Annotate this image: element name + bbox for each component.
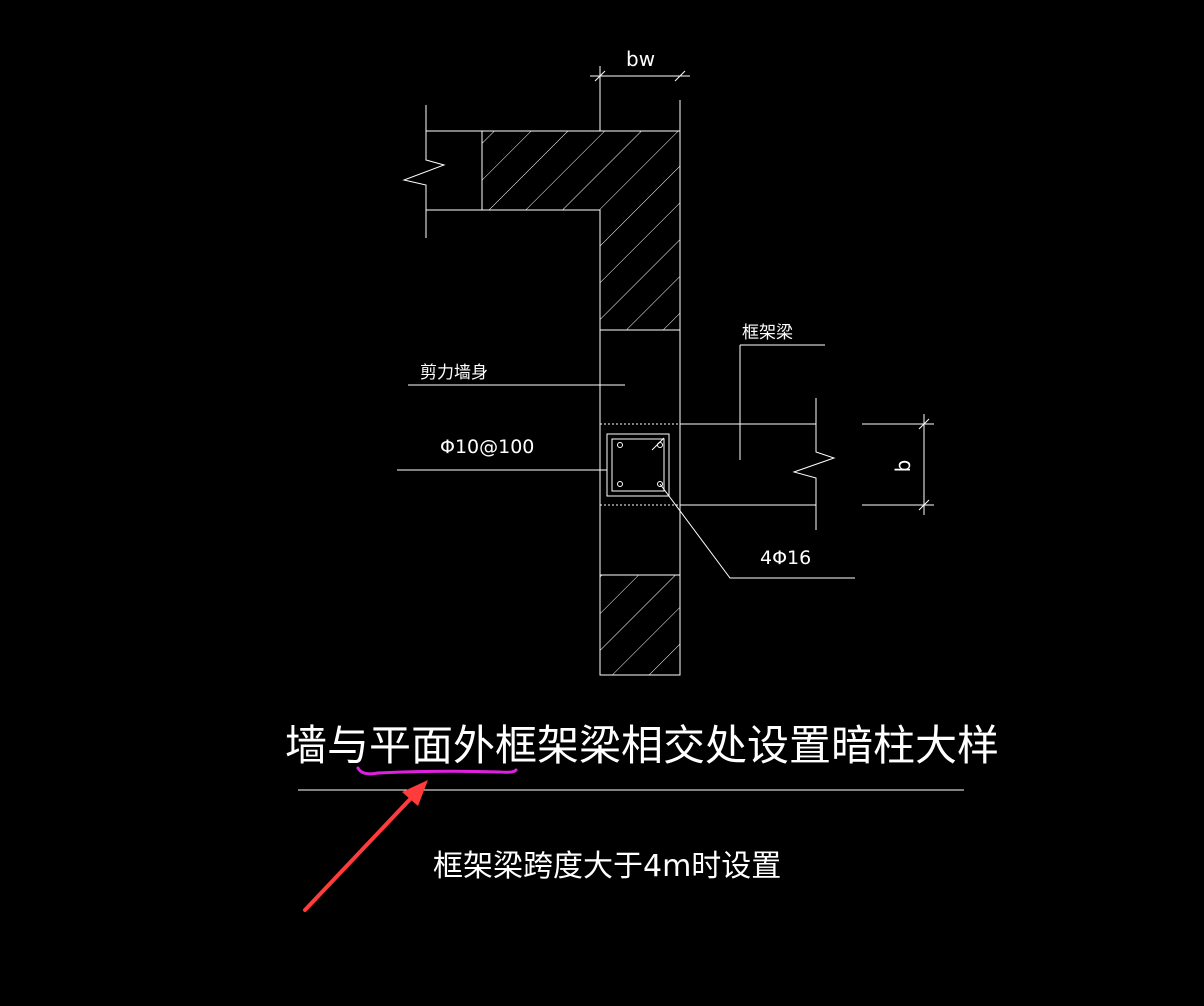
- label-rebar: 4Φ16: [760, 547, 811, 569]
- upper-wall-section: [402, 105, 681, 331]
- break-symbol-left: [402, 105, 446, 238]
- rebar-dot: [657, 481, 663, 487]
- dimension-bw-label: bw: [626, 47, 655, 71]
- leader-shear-wall: 剪力墙身: [408, 363, 625, 386]
- detail-title: 墙与平面外框架梁相交处设置暗柱大样: [285, 721, 999, 770]
- dimension-b-label: b: [891, 460, 915, 473]
- red-arrow-annotation: [303, 780, 428, 912]
- leader-frame-beam: 框架梁: [739, 323, 825, 460]
- dimension-b: b: [862, 414, 934, 515]
- dimension-bw: bw: [590, 47, 690, 131]
- detail-note: 框架梁跨度大于4m时设置: [433, 849, 781, 884]
- rebar-dot: [617, 442, 623, 448]
- break-symbol-right: [792, 398, 836, 530]
- frame-beam: [680, 398, 836, 530]
- label-shear-wall: 剪力墙身: [420, 363, 488, 383]
- lower-wall-section: [599, 574, 681, 676]
- label-stirrup: Φ10@100: [440, 436, 534, 458]
- label-frame-beam: 框架梁: [742, 323, 793, 343]
- leader-rebar: 4Φ16: [659, 483, 855, 579]
- rebar-dot: [617, 481, 623, 487]
- magenta-underline-annotation: [356, 766, 518, 776]
- leader-stirrup: Φ10@100: [397, 436, 607, 471]
- hidden-column: [606, 433, 670, 497]
